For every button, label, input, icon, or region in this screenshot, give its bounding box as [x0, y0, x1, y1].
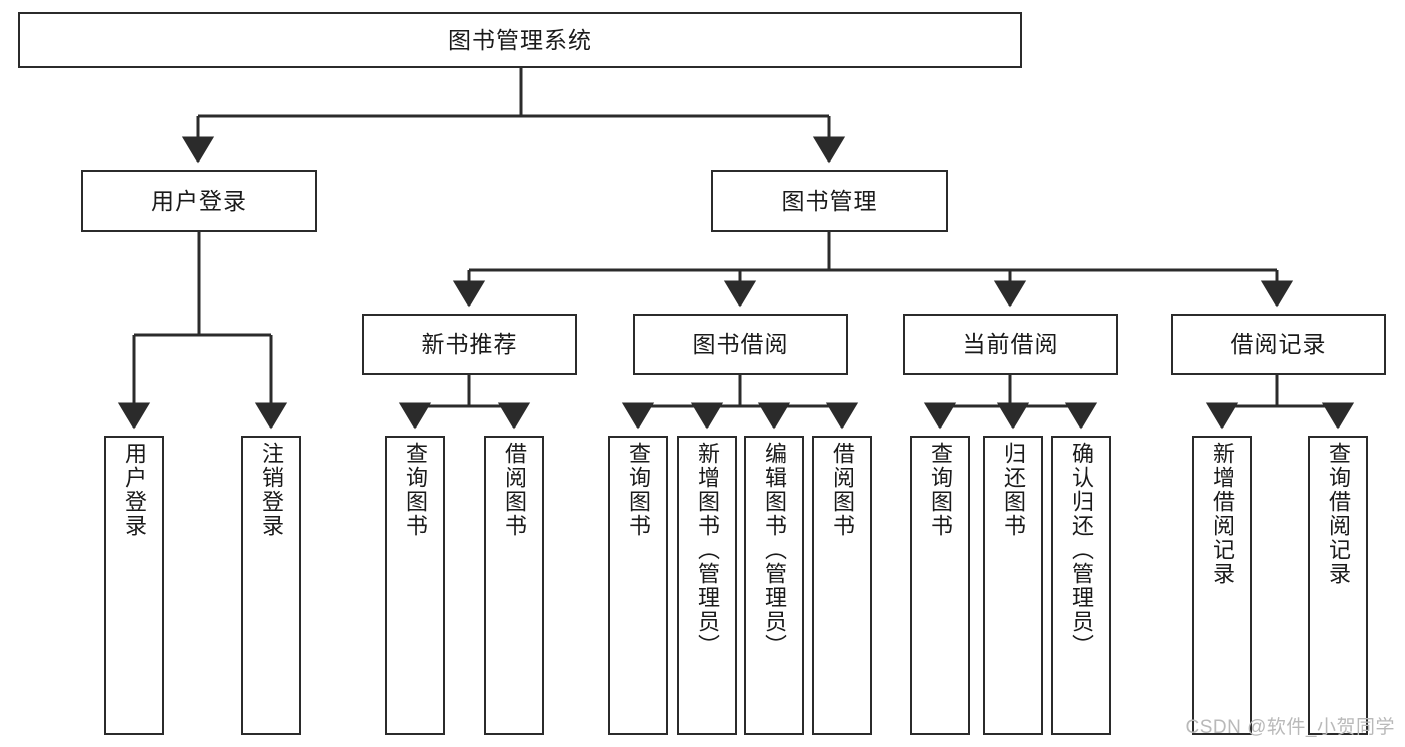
- node-root[interactable]: 图书管理系统: [18, 12, 1022, 68]
- node-leaf-query-book-cur[interactable]: 查询图书: [910, 436, 970, 735]
- node-leaf-edit-book-label: 编辑图书（管理员）: [761, 442, 787, 658]
- node-leaf-borrow-book[interactable]: 借阅图书: [812, 436, 872, 735]
- node-borrow-record-label: 借阅记录: [1230, 331, 1327, 358]
- node-new-book-rec[interactable]: 新书推荐: [362, 314, 577, 375]
- node-leaf-query-record[interactable]: 查询借阅记录: [1308, 436, 1368, 735]
- node-leaf-query-book-cur-label: 查询图书: [927, 442, 953, 538]
- node-leaf-user-logout-label: 注销登录: [258, 442, 284, 538]
- node-current-borrow-label: 当前借阅: [962, 331, 1059, 358]
- node-current-borrow[interactable]: 当前借阅: [903, 314, 1118, 375]
- node-leaf-user-login[interactable]: 用户登录: [104, 436, 164, 735]
- node-root-label: 图书管理系统: [448, 26, 592, 53]
- node-leaf-user-login-label: 用户登录: [121, 442, 147, 538]
- node-leaf-query-record-label: 查询借阅记录: [1325, 442, 1351, 586]
- node-leaf-query-book-borrow-label: 查询图书: [625, 442, 651, 538]
- node-user-login-label: 用户登录: [151, 187, 247, 214]
- node-book-manage-label: 图书管理: [781, 187, 878, 214]
- node-leaf-return-book[interactable]: 归还图书: [983, 436, 1043, 735]
- node-leaf-edit-book[interactable]: 编辑图书（管理员）: [744, 436, 804, 735]
- node-leaf-add-record[interactable]: 新增借阅记录: [1192, 436, 1252, 735]
- node-new-book-rec-label: 新书推荐: [421, 331, 518, 358]
- node-leaf-borrow-book-rec-label: 借阅图书: [501, 442, 527, 538]
- node-leaf-add-book-label: 新增图书（管理员）: [694, 442, 720, 658]
- node-leaf-borrow-book-rec[interactable]: 借阅图书: [484, 436, 544, 735]
- node-leaf-query-book-rec-label: 查询图书: [402, 442, 428, 538]
- node-leaf-confirm-return[interactable]: 确认归还（管理员）: [1051, 436, 1111, 735]
- node-leaf-user-logout[interactable]: 注销登录: [241, 436, 301, 735]
- node-book-borrow[interactable]: 图书借阅: [633, 314, 848, 375]
- node-user-login[interactable]: 用户登录: [81, 170, 317, 232]
- node-leaf-query-book-rec[interactable]: 查询图书: [385, 436, 445, 735]
- node-leaf-query-book-borrow[interactable]: 查询图书: [608, 436, 668, 735]
- node-book-borrow-label: 图书借阅: [692, 331, 789, 358]
- node-leaf-borrow-book-label: 借阅图书: [829, 442, 855, 538]
- node-leaf-confirm-return-label: 确认归还（管理员）: [1068, 442, 1094, 658]
- node-leaf-return-book-label: 归还图书: [1000, 442, 1026, 538]
- node-leaf-add-record-label: 新增借阅记录: [1209, 442, 1235, 586]
- node-borrow-record[interactable]: 借阅记录: [1171, 314, 1386, 375]
- node-leaf-add-book[interactable]: 新增图书（管理员）: [677, 436, 737, 735]
- node-book-manage[interactable]: 图书管理: [711, 170, 948, 232]
